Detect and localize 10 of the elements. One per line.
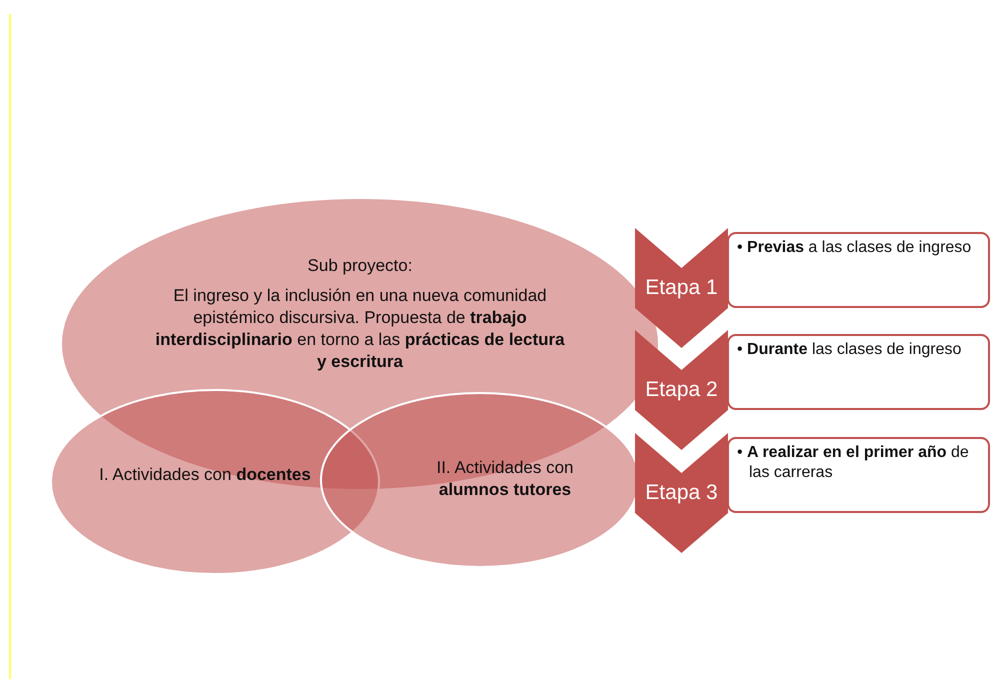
- bullet-item: • Previas a las clases de ingreso: [737, 238, 972, 258]
- ellipse-text: El ingreso y la inclusión en una nueva comunidad epistémico discursiva. Propuesta de trabajo interdisciplinario en torno a las prácticas de lectura y escritura: [155, 285, 565, 374]
- heading-text: Sub proyecto:: [306, 255, 414, 277]
- bullet-item: • Durante las clases de ingreso: [737, 340, 962, 360]
- bullet-item: • A realizar en el primer año de las carreras: [737, 443, 970, 483]
- stage-label: Etapa 2: [644, 378, 719, 402]
- ellipse-text: II. Actividades con alumnos tutores: [435, 457, 575, 502]
- stage-label: Etapa 1: [644, 276, 719, 300]
- ellipse-text: I. Actividades con docentes: [98, 464, 312, 486]
- stage-label: Etapa 3: [644, 481, 719, 505]
